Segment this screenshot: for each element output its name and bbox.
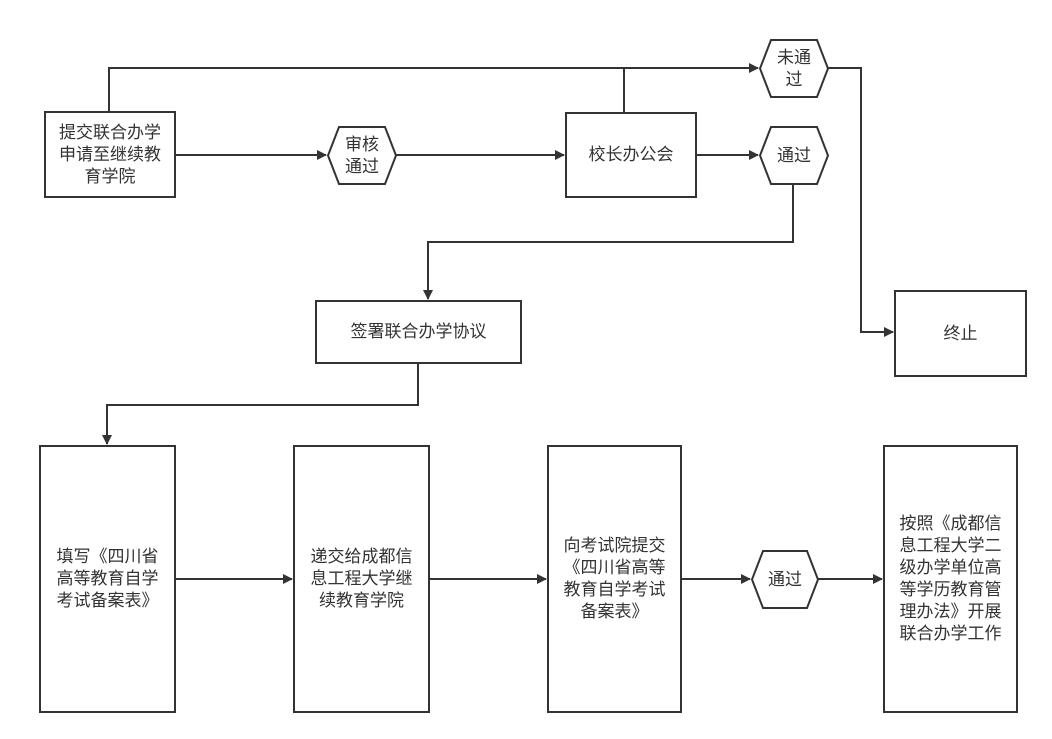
node-label: 向考试院提交《四川省高等教育自学考试备案表》 [564, 535, 666, 623]
node-not-passed: 未通过 [758, 39, 830, 98]
node-passed-exam: 通过 [750, 550, 820, 609]
node-label-line: 递交给成都信 [310, 547, 413, 567]
node-label-line: 过 [785, 69, 803, 90]
node-label: 校长办公会 [589, 144, 674, 166]
node-label-line: 息工程大学继 [310, 569, 413, 589]
node-label: 未通过 [772, 47, 816, 91]
node-submit-to-exam-institute: 向考试院提交《四川省高等教育自学考试备案表》 [547, 445, 682, 713]
node-label-line: 按照《成都信 [899, 514, 1002, 534]
node-submit-to-college: 递交给成都信息工程大学继续教育学院 [293, 445, 430, 713]
edge-sign-to-fill [102, 363, 419, 445]
node-label-line: 签署联合办学协议 [350, 322, 487, 342]
node-label-line: 备案表》 [580, 602, 649, 622]
node-label-line: 终止 [943, 323, 978, 344]
node-terminate: 终止 [894, 290, 1027, 377]
node-label-line: 考试备案表》 [56, 591, 159, 611]
node-label-line: 申请至继续教 [59, 144, 161, 165]
node-label-line: 校长办公会 [588, 145, 674, 165]
node-sign-agreement: 签署联合办学协议 [315, 300, 522, 364]
node-label-line: 教育自学考试 [563, 580, 666, 600]
node-label-line: 续教育学院 [319, 591, 404, 611]
node-review-passed: 审核通过 [326, 126, 398, 185]
node-label-line: 向考试院提交 [563, 536, 666, 556]
node-label: 递交给成都信息工程大学继续教育学院 [311, 546, 413, 612]
node-label-line: 联合办学工作 [899, 624, 1002, 644]
node-label-line: 通过 [768, 569, 802, 590]
node-label-line: 育学院 [84, 166, 136, 187]
hexagon-shape [750, 550, 820, 609]
node-passed-meeting: 通过 [758, 126, 830, 185]
node-label-line: 高等教育自学 [56, 569, 159, 589]
node-label-line: 提交联合办学 [59, 122, 161, 143]
node-label-line: 级办学单位高 [899, 558, 1002, 578]
node-president-meeting: 校长办公会 [565, 112, 697, 198]
node-label-line: 等学历教育管 [899, 580, 1002, 600]
node-label: 按照《成都信息工程大学二级办学单位高等学历教育管理办法》开展联合办学工作 [900, 513, 1002, 645]
node-submit-application: 提交联合办学申请至继续教育学院 [44, 111, 176, 198]
node-label: 通过 [763, 569, 807, 591]
node-label: 通过 [772, 145, 816, 167]
edge-passed-to-sign [423, 184, 794, 300]
node-label-line: 《四川省高等 [563, 558, 666, 578]
node-conduct-joint-program: 按照《成都信息工程大学二级办学单位高等学历教育管理办法》开展联合办学工作 [883, 445, 1018, 713]
node-label: 填写《四川省高等教育自学考试备案表》 [57, 546, 159, 612]
node-label: 提交联合办学申请至继续教育学院 [59, 122, 161, 188]
node-label: 终止 [944, 323, 978, 345]
node-label: 签署联合办学协议 [351, 321, 487, 343]
hexagon-shape [758, 39, 830, 98]
node-label: 审核通过 [340, 134, 384, 178]
node-label-line: 未通 [777, 47, 811, 68]
node-fill-form: 填写《四川省高等教育自学考试备案表》 [39, 445, 176, 713]
hexagon-shape [758, 126, 830, 185]
edge-submit-to-not-passed [108, 63, 759, 111]
node-label-line: 审核 [345, 134, 379, 155]
node-label-line: 通过 [777, 145, 811, 166]
edge-not-passed-to-terminate [828, 67, 894, 337]
hexagon-shape [326, 126, 398, 185]
node-label-line: 通过 [345, 156, 379, 177]
node-label-line: 理办法》开展 [899, 602, 1002, 622]
node-label-line: 息工程大学二 [899, 536, 1002, 556]
node-label-line: 填写《四川省 [56, 547, 159, 567]
